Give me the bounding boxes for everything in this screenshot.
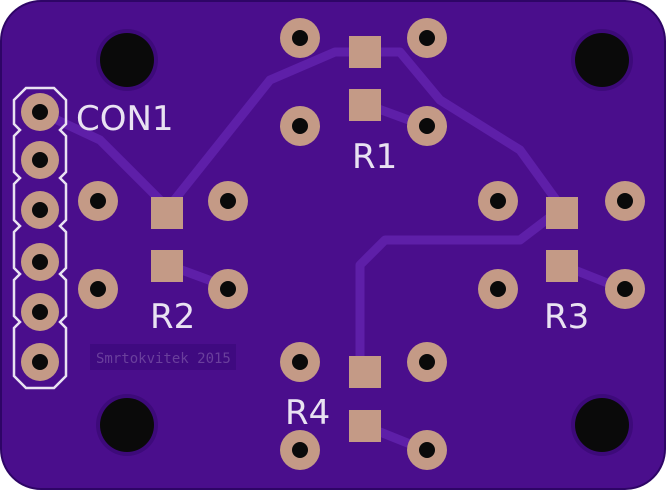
signature-text: Smrtokvitek 2015: [96, 351, 231, 367]
resistor-r3: R3: [478, 181, 645, 337]
r4-label: R4: [285, 393, 330, 433]
trace-con1-r2: [35, 107, 173, 213]
r3-pad-top: [546, 197, 578, 229]
r1-pad-bottom: [349, 89, 381, 121]
connector-label: CON1: [76, 99, 174, 139]
r1-pad-top: [349, 36, 381, 68]
r2-label: R2: [150, 297, 195, 337]
r2-pad-top: [151, 197, 183, 229]
mounting-holes: [96, 29, 633, 456]
r4-pad-bottom: [349, 410, 381, 442]
connector-pins: [21, 93, 59, 381]
resistor-r4: R4: [280, 342, 447, 470]
resistor-r2: R2: [78, 181, 248, 337]
connector-outline: [12, 86, 68, 390]
trace-r3-r4: [355, 203, 567, 373]
resistor-r1: R1: [280, 18, 447, 177]
connector-con1: CON1: [12, 86, 174, 390]
signature: Smrtokvitek 2015: [90, 344, 236, 370]
r2-pad-bottom: [151, 250, 183, 282]
r3-pad-bottom: [546, 250, 578, 282]
signature-box: [90, 344, 236, 370]
r3-label: R3: [544, 297, 589, 337]
r1-label: R1: [352, 137, 397, 177]
trace-r1-r3: [360, 47, 567, 213]
r4-pad-top: [349, 356, 381, 388]
